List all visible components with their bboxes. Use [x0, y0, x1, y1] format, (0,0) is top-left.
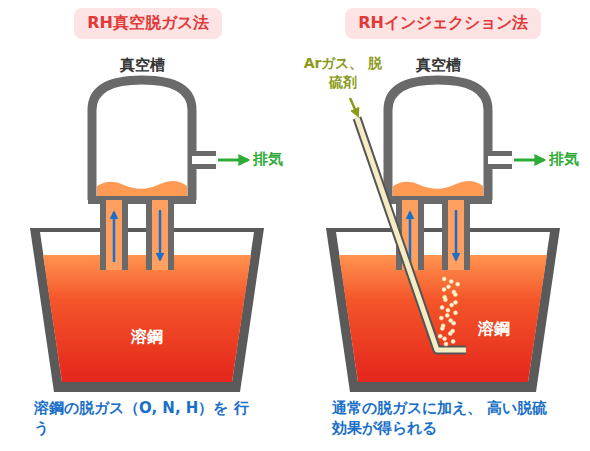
bubble	[446, 308, 450, 312]
bubble	[456, 282, 460, 286]
bubble	[452, 290, 456, 294]
bubble	[451, 329, 455, 333]
bubble	[443, 337, 447, 341]
bubble	[450, 303, 454, 307]
bubble	[443, 295, 447, 299]
feed-arrow	[350, 98, 358, 116]
bubble	[453, 300, 457, 304]
bubble	[442, 287, 446, 291]
bubble	[453, 311, 457, 315]
bubble	[438, 334, 442, 338]
bubble	[439, 316, 443, 320]
vessel-label: 真空槽	[102, 55, 182, 75]
caption: 溶鋼の脱ガス（O, N, H）を 行う	[34, 398, 252, 439]
exhaust-label: 排気	[253, 149, 293, 169]
gas-bubbles	[438, 277, 460, 346]
bubble	[444, 342, 448, 346]
caption: 通常の脱ガスに加え、 高い脱硫効果が得られる	[332, 398, 562, 439]
title-box: RH真空脱ガス法	[74, 8, 222, 39]
bubble	[441, 324, 445, 328]
steel-label: 溶鋼	[466, 318, 522, 340]
title-box: RHインジェクション法	[345, 8, 541, 39]
bubble	[451, 339, 455, 343]
bubble	[449, 319, 453, 323]
exhaust-label: 排気	[549, 149, 587, 169]
injection-label: Arガス、 脱硫剤	[300, 54, 386, 92]
method-title: RH真空脱ガス法	[87, 13, 209, 34]
bubble	[445, 313, 449, 317]
vessel-label: 真空槽	[398, 55, 478, 75]
method-title: RHインジェクション法	[358, 13, 528, 34]
steel-label: 溶鋼	[117, 326, 177, 348]
bubble	[449, 280, 453, 284]
injection-lance	[357, 118, 466, 350]
bubble	[442, 277, 446, 281]
bubble	[440, 306, 444, 310]
bubble	[447, 285, 451, 289]
